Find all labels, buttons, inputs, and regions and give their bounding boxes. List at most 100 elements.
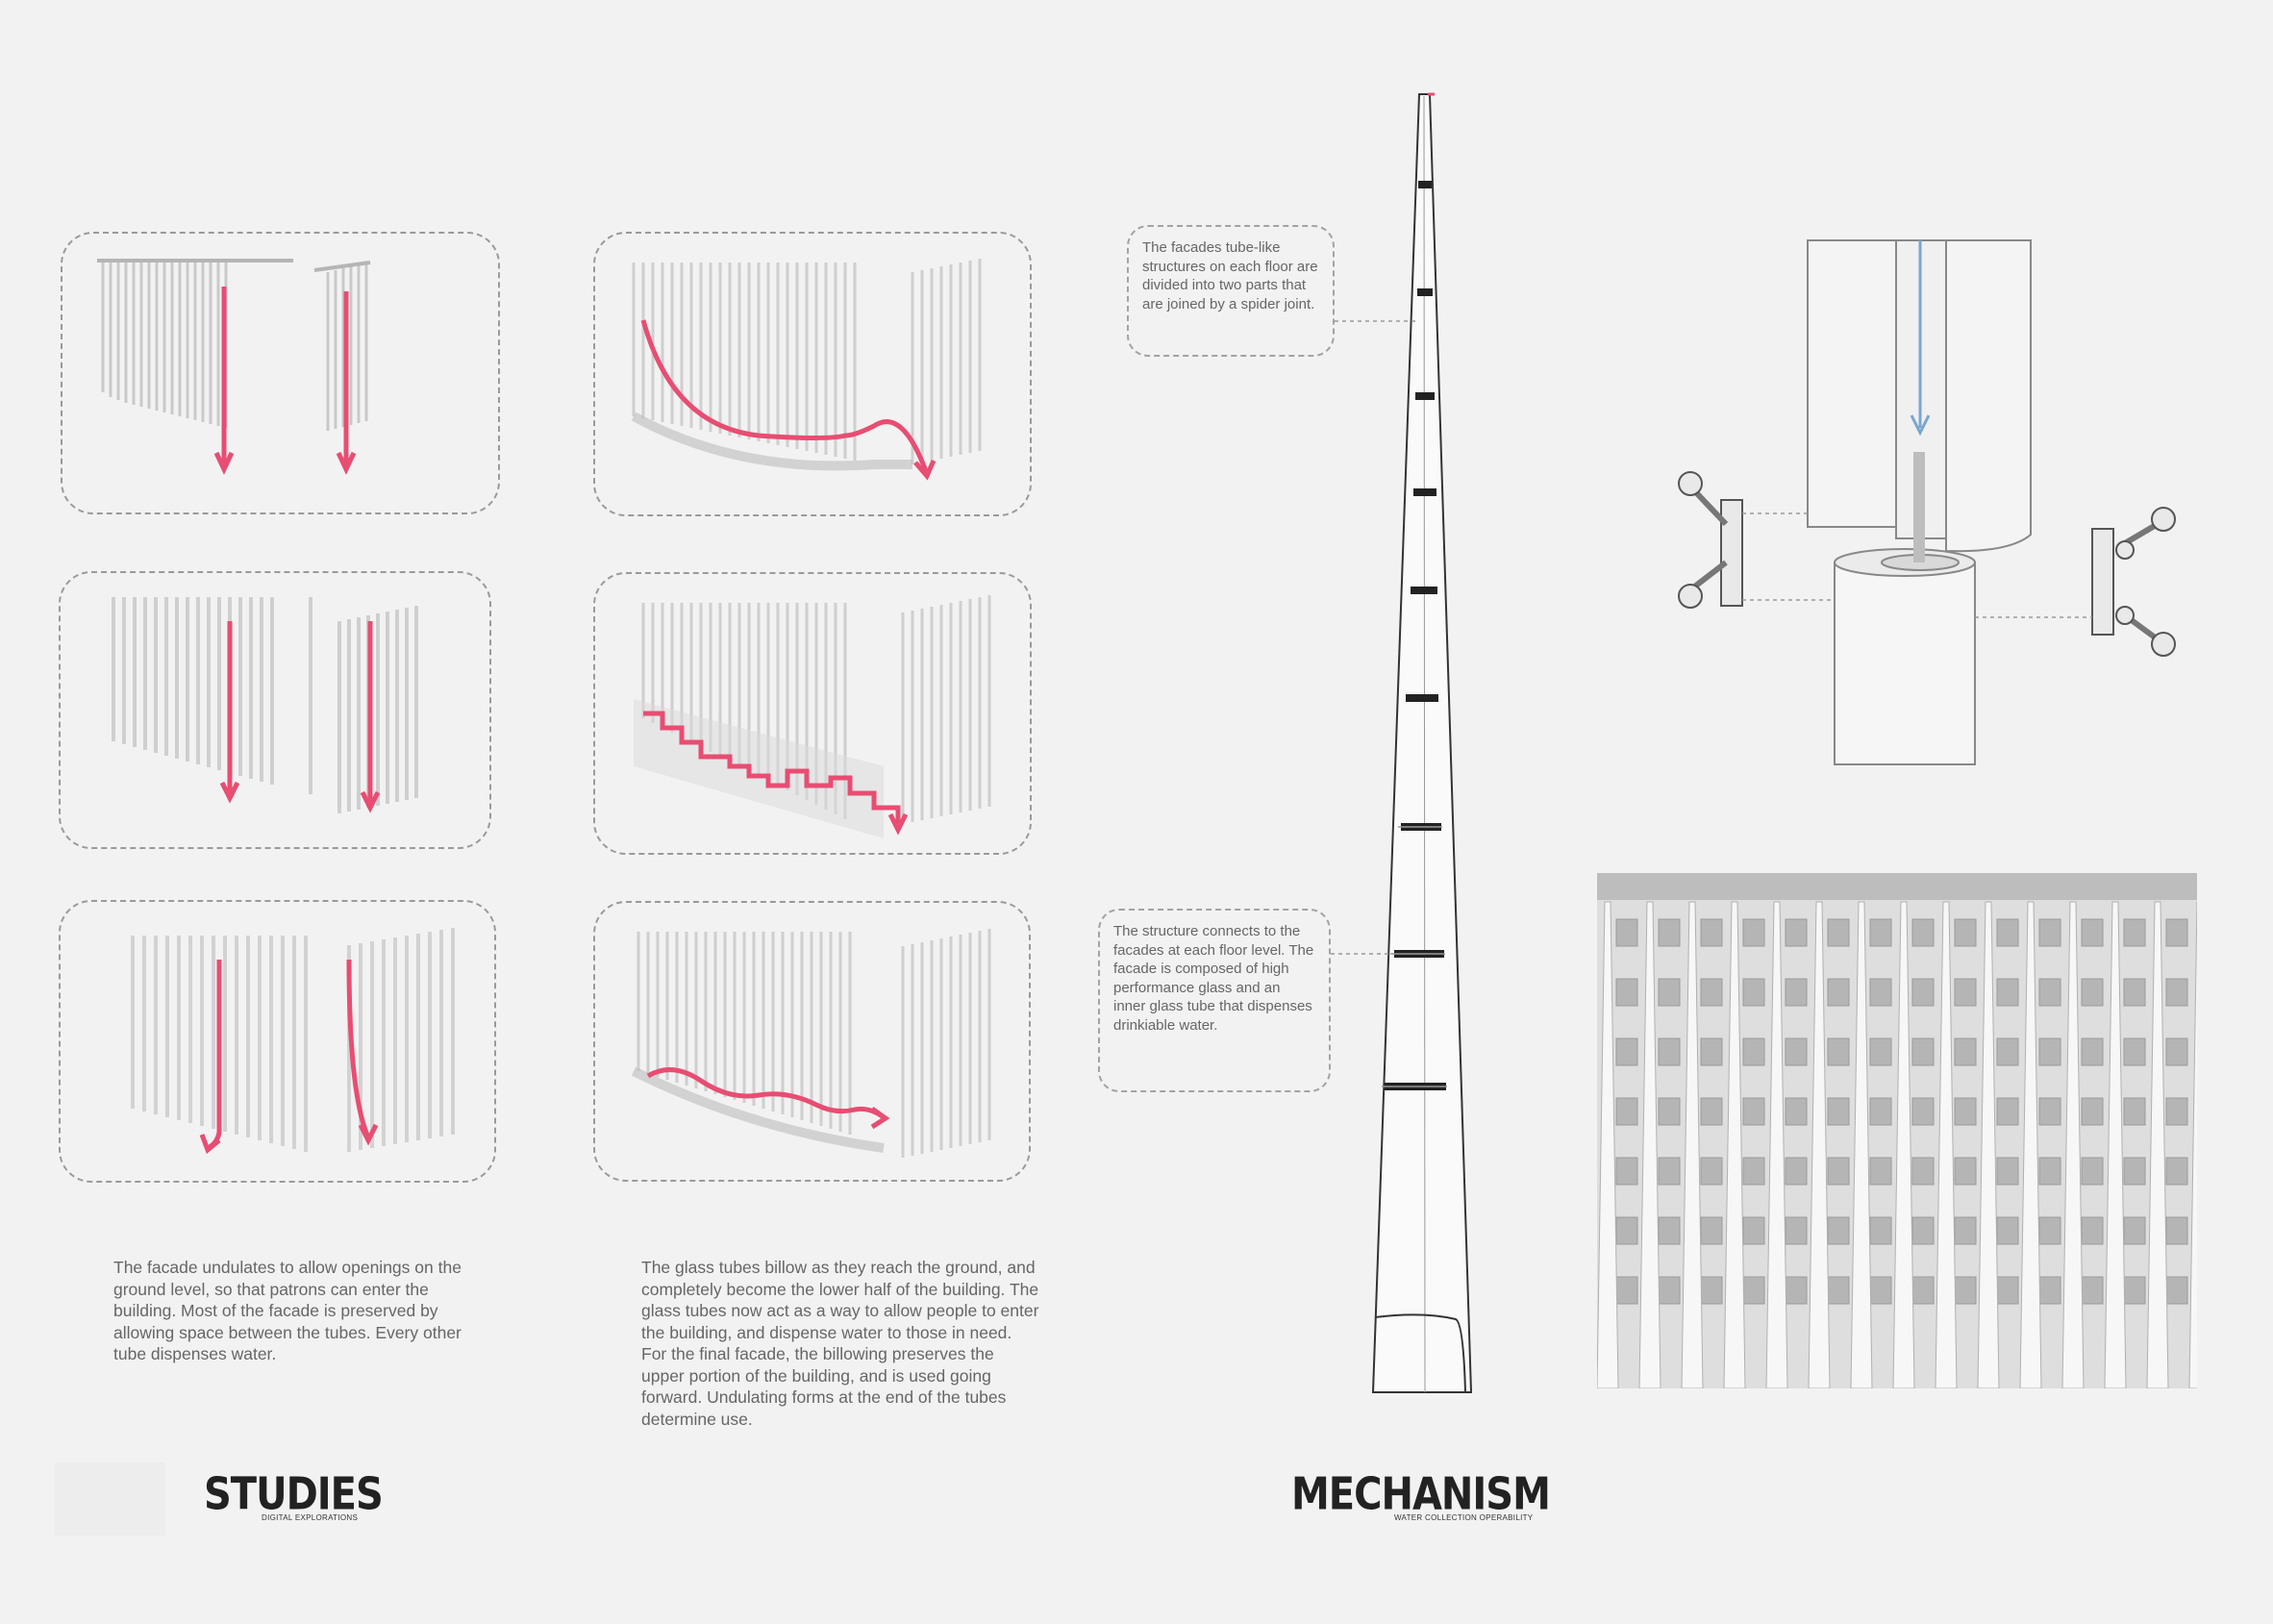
facade-window <box>1954 1216 1977 1245</box>
facade-window <box>1658 978 1681 1007</box>
facade-window <box>1658 918 1681 947</box>
facade-window <box>1996 1157 2019 1186</box>
facade-window <box>1911 1216 1935 1245</box>
facade-window <box>1869 1157 1892 1186</box>
facade-tube <box>1850 901 1873 1388</box>
facade-window <box>2081 1216 2104 1245</box>
facade-window <box>1827 1276 1850 1305</box>
study-panel-3 <box>59 571 491 849</box>
facade-window <box>1700 1216 1723 1245</box>
flow-arrow <box>643 711 901 824</box>
facade-window <box>1658 1037 1681 1066</box>
facade-window <box>2081 918 2104 947</box>
facade-structure-callout: The structure connects to the facades at… <box>1098 909 1331 1092</box>
facade-window <box>1742 978 1765 1007</box>
facade-window <box>2038 918 2061 947</box>
facade-tube <box>1638 901 1661 1388</box>
facade-window <box>1742 918 1765 947</box>
studies-subheading: DIGITAL EXPLORATIONS <box>262 1513 359 1522</box>
facade-window <box>1911 1157 1935 1186</box>
facade-window <box>1615 1097 1638 1126</box>
facade-window <box>1869 1216 1892 1245</box>
study-panel-1 <box>61 232 500 514</box>
facade-window <box>2081 1157 2104 1186</box>
facade-window <box>1869 1097 1892 1126</box>
facade-window <box>1869 918 1892 947</box>
facade-window <box>1954 1097 1977 1126</box>
studies-description-left: The facade undulates to allow openings o… <box>113 1258 462 1363</box>
facade-window <box>2165 918 2188 947</box>
mechanism-heading: MECHANISM <box>1291 1469 1551 1520</box>
facade-window <box>1996 1037 2019 1066</box>
facade-tube <box>1765 901 1788 1388</box>
facade-tube <box>2188 901 2197 1388</box>
facade-tube <box>1723 901 1746 1388</box>
facade-window <box>1827 1097 1850 1126</box>
facade-window <box>1742 1157 1765 1186</box>
facade-window <box>1954 1037 1977 1066</box>
facade-window <box>1700 1157 1723 1186</box>
facade-window <box>1996 1276 2019 1305</box>
facade-window <box>2081 1037 2104 1066</box>
facade-window <box>1827 1216 1850 1245</box>
facade-window <box>1615 1157 1638 1186</box>
facade-window <box>1785 1157 1808 1186</box>
study-render-4 <box>634 595 991 838</box>
facade-window <box>1785 918 1808 947</box>
facade-window <box>1996 978 2019 1007</box>
facade-window <box>1911 918 1935 947</box>
facade-window <box>1827 1037 1850 1066</box>
facade-tube <box>1808 901 1831 1388</box>
facade-window <box>2165 1157 2188 1186</box>
facade-window <box>1996 918 2019 947</box>
facade-window <box>1700 1037 1723 1066</box>
spider-joint-bracket-right <box>2091 507 2176 657</box>
facade-window <box>2123 918 2146 947</box>
facade-window <box>2038 1216 2061 1245</box>
facade-window <box>1785 1097 1808 1126</box>
facade-window <box>1954 918 1977 947</box>
facade-window <box>1996 1097 2019 1126</box>
studies-description-right: The glass tubes billow as they reach the… <box>641 1258 1039 1429</box>
facade-tube <box>2019 901 2042 1388</box>
facade-window <box>2081 1097 2104 1126</box>
facade-tube <box>2104 901 2127 1388</box>
study-panel-6 <box>593 901 1031 1182</box>
facade-window <box>1785 1276 1808 1305</box>
facade-window <box>1742 1216 1765 1245</box>
tube-elevation <box>1371 93 1473 1393</box>
facade-window <box>1869 1037 1892 1066</box>
study-panel-2 <box>593 232 1032 516</box>
study-render-5 <box>131 928 455 1155</box>
facade-window <box>2123 1157 2146 1186</box>
facade-window <box>2123 1037 2146 1066</box>
facade-window <box>2165 1097 2188 1126</box>
spider-joint-callout: The facades tube-like structures on each… <box>1127 225 1335 357</box>
facade-window <box>2123 978 2146 1007</box>
study-render-2 <box>631 259 982 481</box>
facade-window <box>1785 978 1808 1007</box>
study-render-6 <box>631 929 991 1158</box>
facade-window <box>2081 1276 2104 1305</box>
facade-window <box>1658 1097 1681 1126</box>
facade-window <box>2165 1276 2188 1305</box>
facade-window <box>2038 1037 2061 1066</box>
facade-window <box>2038 1276 2061 1305</box>
blank-tile <box>55 1462 165 1536</box>
facade-window <box>2123 1216 2146 1245</box>
flow-arrow <box>640 319 930 475</box>
facade-window <box>1911 978 1935 1007</box>
facade-window <box>1615 1216 1638 1245</box>
facade-window <box>1658 1276 1681 1305</box>
facade-window <box>1658 1157 1681 1186</box>
study-render-3 <box>112 597 418 813</box>
facade-window <box>1615 1037 1638 1066</box>
facade-window <box>2038 978 2061 1007</box>
floor-lines <box>1382 826 1447 1087</box>
facade-rendering <box>1597 873 2197 1388</box>
facade-window <box>2123 1097 2146 1126</box>
flow-arrow <box>646 1067 886 1120</box>
facade-window <box>1700 1276 1723 1305</box>
facade-window <box>2165 978 2188 1007</box>
facade-window <box>1869 978 1892 1007</box>
